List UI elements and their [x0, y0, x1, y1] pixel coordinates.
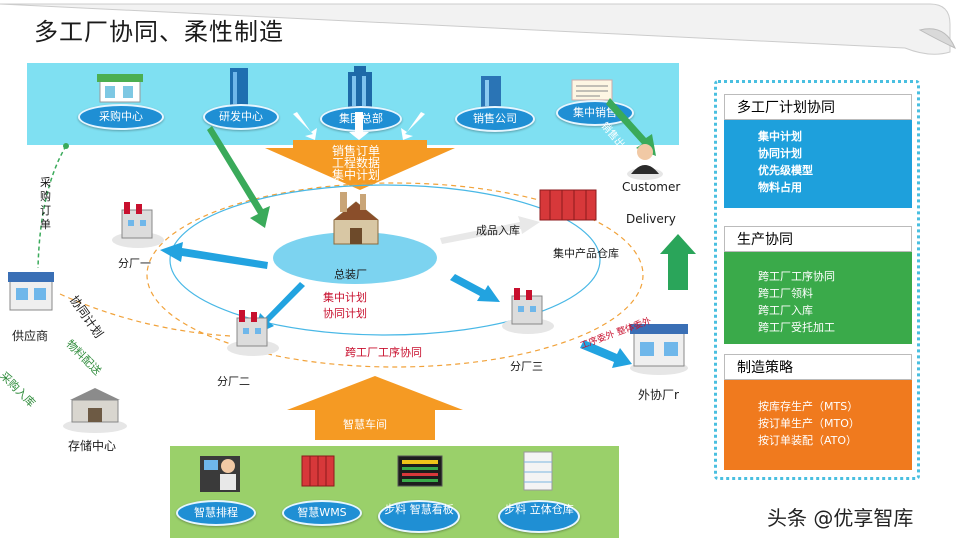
factory-2-icon [227, 310, 279, 356]
container-warehouse-icon [539, 189, 597, 221]
panel-3-title: 制造策略 [724, 354, 912, 380]
purchase-order-label: 采购订单 [40, 176, 51, 231]
wms-container-icon [301, 455, 335, 487]
page-curl-icon [918, 28, 956, 50]
node-purchase-center[interactable]: 采购中心 [78, 104, 164, 130]
storage-label: 存储中心 [68, 439, 117, 453]
office-tower-icon [230, 68, 248, 108]
factory-1-icon [112, 202, 164, 248]
supplier-shop-icon [8, 272, 54, 311]
factory-3-label: 分厂三 [510, 360, 543, 373]
watermark: 头条 @优享智库 [767, 506, 914, 530]
smart-workshop-arrow [287, 376, 463, 440]
panel-2-item: 跨工厂入库 [758, 304, 813, 317]
panel-2-title: 生产协同 [724, 226, 912, 252]
right-panel-frame [714, 80, 920, 480]
outsource-shop-icon [630, 324, 688, 375]
panel-2-body: 跨工厂工序协同跨工厂领料跨工厂入库跨工厂受托加工 [724, 252, 912, 344]
cross-process-label: 跨工厂工序协同 [345, 346, 422, 359]
node-smart-kanban[interactable]: 步料 智慧看板 [378, 500, 460, 533]
central-line-3: 集中计划 [332, 168, 381, 182]
panel-2-item: 跨工厂领料 [758, 287, 813, 300]
customer-label: Customer [622, 180, 681, 194]
panel-2-item: 跨工厂工序协同 [758, 270, 835, 283]
panel-3-body: 按库存生产（MTS） 按订单生产（MTO） 按订单装配（ATO） [724, 380, 912, 470]
central-line-1: 销售订单 [332, 144, 381, 158]
panel-1-item: 集中计划 [758, 130, 802, 143]
customer-person-icon [627, 144, 663, 180]
central-plan-text: 销售订单 工程数据 集中计划 [332, 145, 380, 181]
converge-arrows [293, 112, 425, 140]
dashboard-board-icon [397, 455, 443, 487]
factory-2-label: 分厂二 [217, 375, 250, 388]
node-sales-company[interactable]: 销售公司 [455, 106, 535, 132]
panel-1-item: 物料占用 [758, 181, 802, 194]
central-plan-arrow [265, 140, 455, 190]
panel-1-item: 协同计划 [758, 147, 802, 160]
smart-workshop-label: 智慧车间 [343, 418, 387, 431]
shop-icon [97, 74, 143, 103]
panel-2-item: 跨工厂受托加工 [758, 321, 835, 334]
node-smart-scheduling[interactable]: 智慧排程 [176, 500, 256, 526]
panel-3-item: 按订单生产（MTO） [758, 417, 860, 430]
central-line-2: 工程数据 [332, 156, 381, 170]
delivery-label: Delivery [626, 212, 676, 226]
assembly-plant-icon [333, 192, 379, 245]
panel-1-title: 多工厂计划协同 [724, 94, 912, 120]
panel-1-item: 优先级模型 [758, 164, 813, 177]
inbound-label: 成品入库 [476, 224, 520, 237]
panel-1-body: 集中计划协同计划优先级模型物料占用 [724, 120, 912, 208]
sales-tower-icon [481, 76, 501, 110]
hub-label: 总装厂 [334, 268, 367, 281]
hub-plan-line-1: 集中计划 [323, 291, 367, 304]
3d-warehouse-icon [523, 451, 553, 491]
node-rd-center[interactable]: 研发中心 [203, 104, 279, 130]
page-title: 多工厂协同、柔性制造 [34, 18, 284, 46]
panel-3-item: 按库存生产（MTS） [758, 400, 859, 413]
warehouse-label: 集中产品仓库 [553, 247, 619, 260]
factory-3-icon [502, 288, 554, 334]
node-smart-wms[interactable]: 智慧WMS [282, 500, 362, 526]
node-3d-warehouse[interactable]: 步料 立体仓库 [498, 500, 580, 533]
factory-1-label: 分厂一 [118, 257, 151, 270]
storage-center-icon [63, 388, 127, 433]
hub-plan-text: 集中计划 协同计划 [323, 290, 367, 322]
hq-tower-icon [348, 66, 372, 110]
supplier-label: 供应商 [12, 329, 49, 343]
outsource-label: 外协厂r [638, 388, 679, 402]
title-bar [0, 3, 956, 55]
hub-plan-line-2: 协同计划 [323, 307, 367, 320]
operator-icon [200, 456, 240, 492]
panel-3-item: 按订单装配（ATO） [758, 434, 858, 447]
